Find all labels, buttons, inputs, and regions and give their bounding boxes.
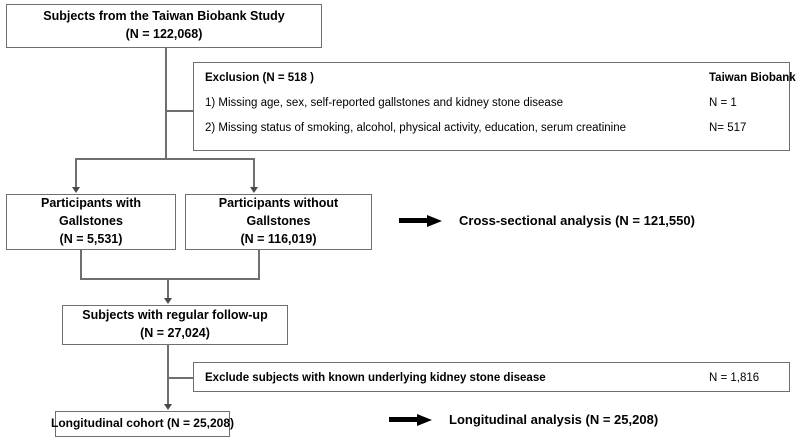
node-source-population: Subjects from the Taiwan Biobank Study (… xyxy=(6,4,322,48)
outcome-longitudinal: Longitudinal analysis (N = 25,208) xyxy=(389,412,658,427)
connector-merge-to-followup xyxy=(167,278,169,300)
connector-merge-bar xyxy=(80,278,260,280)
connector-followup-trunk xyxy=(167,345,169,405)
without-gallstones-line-2: Gallstones xyxy=(246,214,311,229)
exclude-kidney-count: N = 1,816 xyxy=(709,372,760,384)
right-arrow-icon-longitudinal xyxy=(389,413,433,426)
arrowhead-to-with-gallstones xyxy=(71,187,80,193)
without-gallstones-line-1: Participants without xyxy=(218,196,339,211)
outcome-cross-sectional: Cross-sectional analysis (N = 121,550) xyxy=(399,213,695,228)
connector-split-bar xyxy=(75,158,254,160)
exclusion-header-row: Exclusion (N = 518 ) Taiwan Biobank xyxy=(194,70,796,95)
exclusion-header-count-label: Taiwan Biobank xyxy=(709,72,796,84)
outcome-longitudinal-label: Longitudinal analysis (N = 25,208) xyxy=(449,412,659,427)
outcome-cross-sectional-label: Cross-sectional analysis (N = 121,550) xyxy=(459,213,695,228)
node-exclusion-details: Exclusion (N = 518 ) Taiwan Biobank 1) M… xyxy=(193,62,796,151)
exclusion-reason-row-2: 2) Missing status of smoking, alcohol, p… xyxy=(194,120,789,145)
node-participants-with-gallstones: Participants with Gallstones (N = 5,531) xyxy=(6,194,176,250)
connector-source-trunk xyxy=(165,48,167,159)
exclusion-reason-row-1: 1) Missing age, sex, self-reported galls… xyxy=(194,95,789,120)
exclusion-header-label: Exclusion (N = 518 ) xyxy=(205,72,314,84)
node-longitudinal-cohort: Longitudinal cohort (N = 25,208) xyxy=(51,411,234,437)
source-line-1: Subjects from the Taiwan Biobank Study xyxy=(43,9,285,24)
arrowhead-to-without-gallstones xyxy=(249,187,258,193)
node-regular-followup: Subjects with regular follow-up (N = 27,… xyxy=(62,305,288,345)
followup-line-1: Subjects with regular follow-up xyxy=(82,308,268,323)
longitudinal-cohort-line-1: Longitudinal cohort (N = 25,208) xyxy=(50,416,235,431)
exclude-kidney-text: Exclude subjects with known underlying k… xyxy=(205,372,546,384)
source-line-2: (N = 122,068) xyxy=(125,27,203,41)
exclusion-reason-1-count: N = 1 xyxy=(709,97,737,109)
without-gallstones-line-3: (N = 116,019) xyxy=(240,231,317,246)
connector-to-exclusion-box xyxy=(165,110,194,112)
with-gallstones-line-1: Participants with xyxy=(40,196,142,211)
connector-without-gallstones-drop xyxy=(258,250,260,278)
connector-split-left-drop xyxy=(75,158,77,188)
connector-with-gallstones-drop xyxy=(80,250,82,278)
node-participants-without-gallstones: Participants without Gallstones (N = 116… xyxy=(185,194,372,250)
with-gallstones-line-2: Gallstones xyxy=(59,214,123,229)
node-exclude-kidney-stone: Exclude subjects with known underlying k… xyxy=(193,362,790,392)
exclude-kidney-row: Exclude subjects with known underlying k… xyxy=(194,363,789,393)
arrowhead-to-followup xyxy=(163,298,172,304)
exclusion-reason-2-text: 2) Missing status of smoking, alcohol, p… xyxy=(205,122,627,134)
with-gallstones-line-3: (N = 5,531) xyxy=(59,231,123,246)
right-arrow-icon-cross-sectional xyxy=(399,214,443,227)
followup-line-2: (N = 27,024) xyxy=(140,326,210,340)
connector-to-exclude-kidney-box xyxy=(167,377,194,379)
exclusion-reason-1-text: 1) Missing age, sex, self-reported galls… xyxy=(205,97,563,109)
exclusion-reason-2-count: N= 517 xyxy=(709,122,747,134)
connector-split-right-drop xyxy=(253,158,255,188)
arrowhead-to-longitudinal-cohort xyxy=(163,404,172,410)
